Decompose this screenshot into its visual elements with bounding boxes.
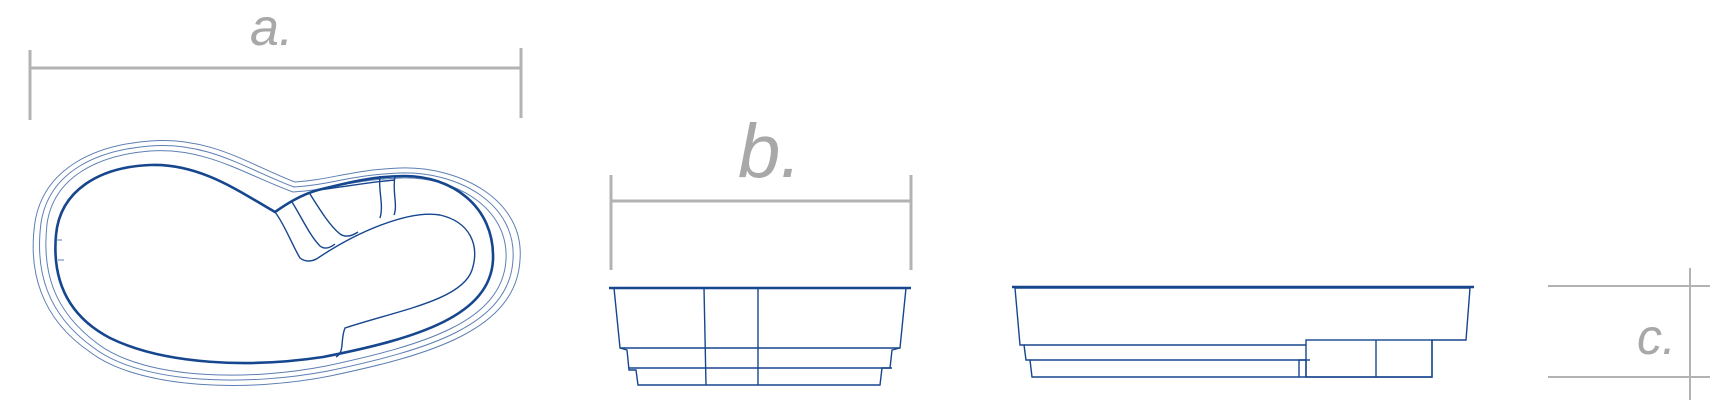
dimension-a-label: a. [250,0,294,57]
dimension-a-line [28,48,523,120]
dimension-c-line [1548,268,1710,400]
pool-side-view [609,286,911,386]
dimension-b-line [609,175,913,270]
dimension-c-label: c. [1637,309,1676,365]
pool-long-side-view [1012,285,1474,378]
dimension-b-label: b. [738,109,802,194]
pool-top-view [32,139,521,386]
